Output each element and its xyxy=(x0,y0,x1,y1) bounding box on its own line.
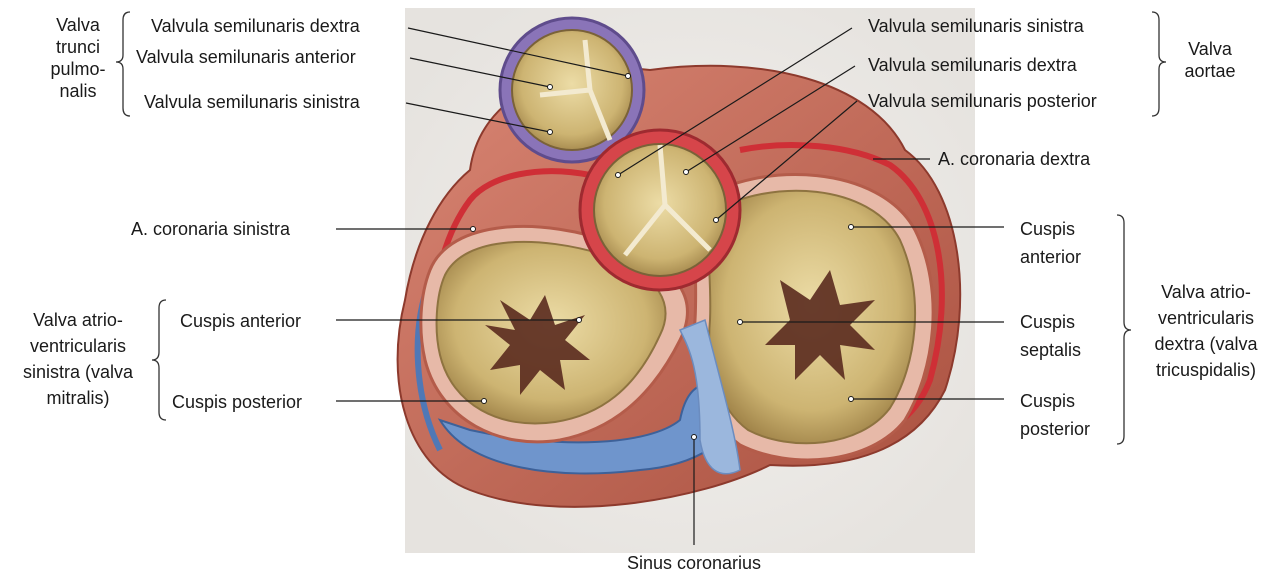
label-valva-aortae: Valva aortae xyxy=(1170,38,1250,82)
label-vs-posterior-aort: Valvula semilunaris posterior xyxy=(868,90,1097,112)
label-line: Valva xyxy=(1170,38,1250,60)
label-sinus-coronarius: Sinus coronarius xyxy=(614,552,774,574)
label-valva-mitralis: Valva atrio- ventricularis sinistra (val… xyxy=(8,307,148,411)
label-vs-sinistra-aort: Valvula semilunaris sinistra xyxy=(868,15,1084,37)
label-line: nalis xyxy=(40,80,116,102)
label-cuspis-posterior-right: Cuspis posterior xyxy=(1020,390,1090,440)
label-line: ventricularis xyxy=(1141,305,1271,331)
label-line: tricuspidalis) xyxy=(1141,357,1271,383)
label-line: Valva atrio- xyxy=(8,307,148,333)
label-line: mitralis) xyxy=(8,385,148,411)
label-cuspis-septalis: Cuspis septalis xyxy=(1020,311,1081,361)
label-valva-tricuspidalis: Valva atrio- ventricularis dextra (valva… xyxy=(1141,279,1271,383)
label-a-coronaria-dextra: A. coronaria dextra xyxy=(938,148,1090,170)
label-line: Cuspis xyxy=(1020,390,1090,412)
label-line: anterior xyxy=(1020,246,1081,268)
label-line: Valva atrio- xyxy=(1141,279,1271,305)
label-cuspis-posterior-left: Cuspis posterior xyxy=(172,391,302,413)
label-line: posterior xyxy=(1020,418,1090,440)
label-vs-sinistra-pulm: Valvula semilunaris sinistra xyxy=(144,91,360,113)
label-cuspis-anterior-left: Cuspis anterior xyxy=(180,310,301,332)
label-line: sinistra (valva xyxy=(8,359,148,385)
label-cuspis-anterior-right: Cuspis anterior xyxy=(1020,218,1081,268)
label-vs-dextra-pulm: Valvula semilunaris dextra xyxy=(151,15,360,37)
label-line: pulmo- xyxy=(40,58,116,80)
label-vs-dextra-aort: Valvula semilunaris dextra xyxy=(868,54,1077,76)
label-line: dextra (valva xyxy=(1141,331,1271,357)
label-line: ventricularis xyxy=(8,333,148,359)
label-line: Valva xyxy=(40,14,116,36)
label-line: trunci xyxy=(40,36,116,58)
label-line: aortae xyxy=(1170,60,1250,82)
label-a-coronaria-sinistra: A. coronaria sinistra xyxy=(131,218,290,240)
label-line: septalis xyxy=(1020,339,1081,361)
label-line: Cuspis xyxy=(1020,311,1081,333)
label-vs-anterior-pulm: Valvula semilunaris anterior xyxy=(136,46,356,68)
label-valva-trunci-pulmonalis: Valva trunci pulmo- nalis xyxy=(40,14,116,102)
label-line: Cuspis xyxy=(1020,218,1081,240)
